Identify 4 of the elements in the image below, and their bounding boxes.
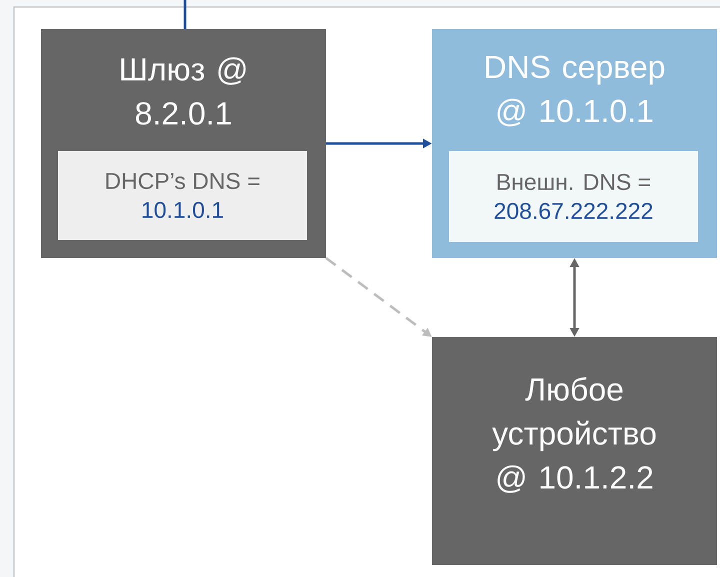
setting-box: Внешн. DNS = 208.67.222.222: [449, 150, 698, 242]
device-box: Любое устройство @ 10.1.2.2: [432, 336, 717, 565]
setting-box: DHCP’s DNS = 10.1.0.1: [58, 150, 307, 240]
connector-line: [184, 0, 186, 29]
